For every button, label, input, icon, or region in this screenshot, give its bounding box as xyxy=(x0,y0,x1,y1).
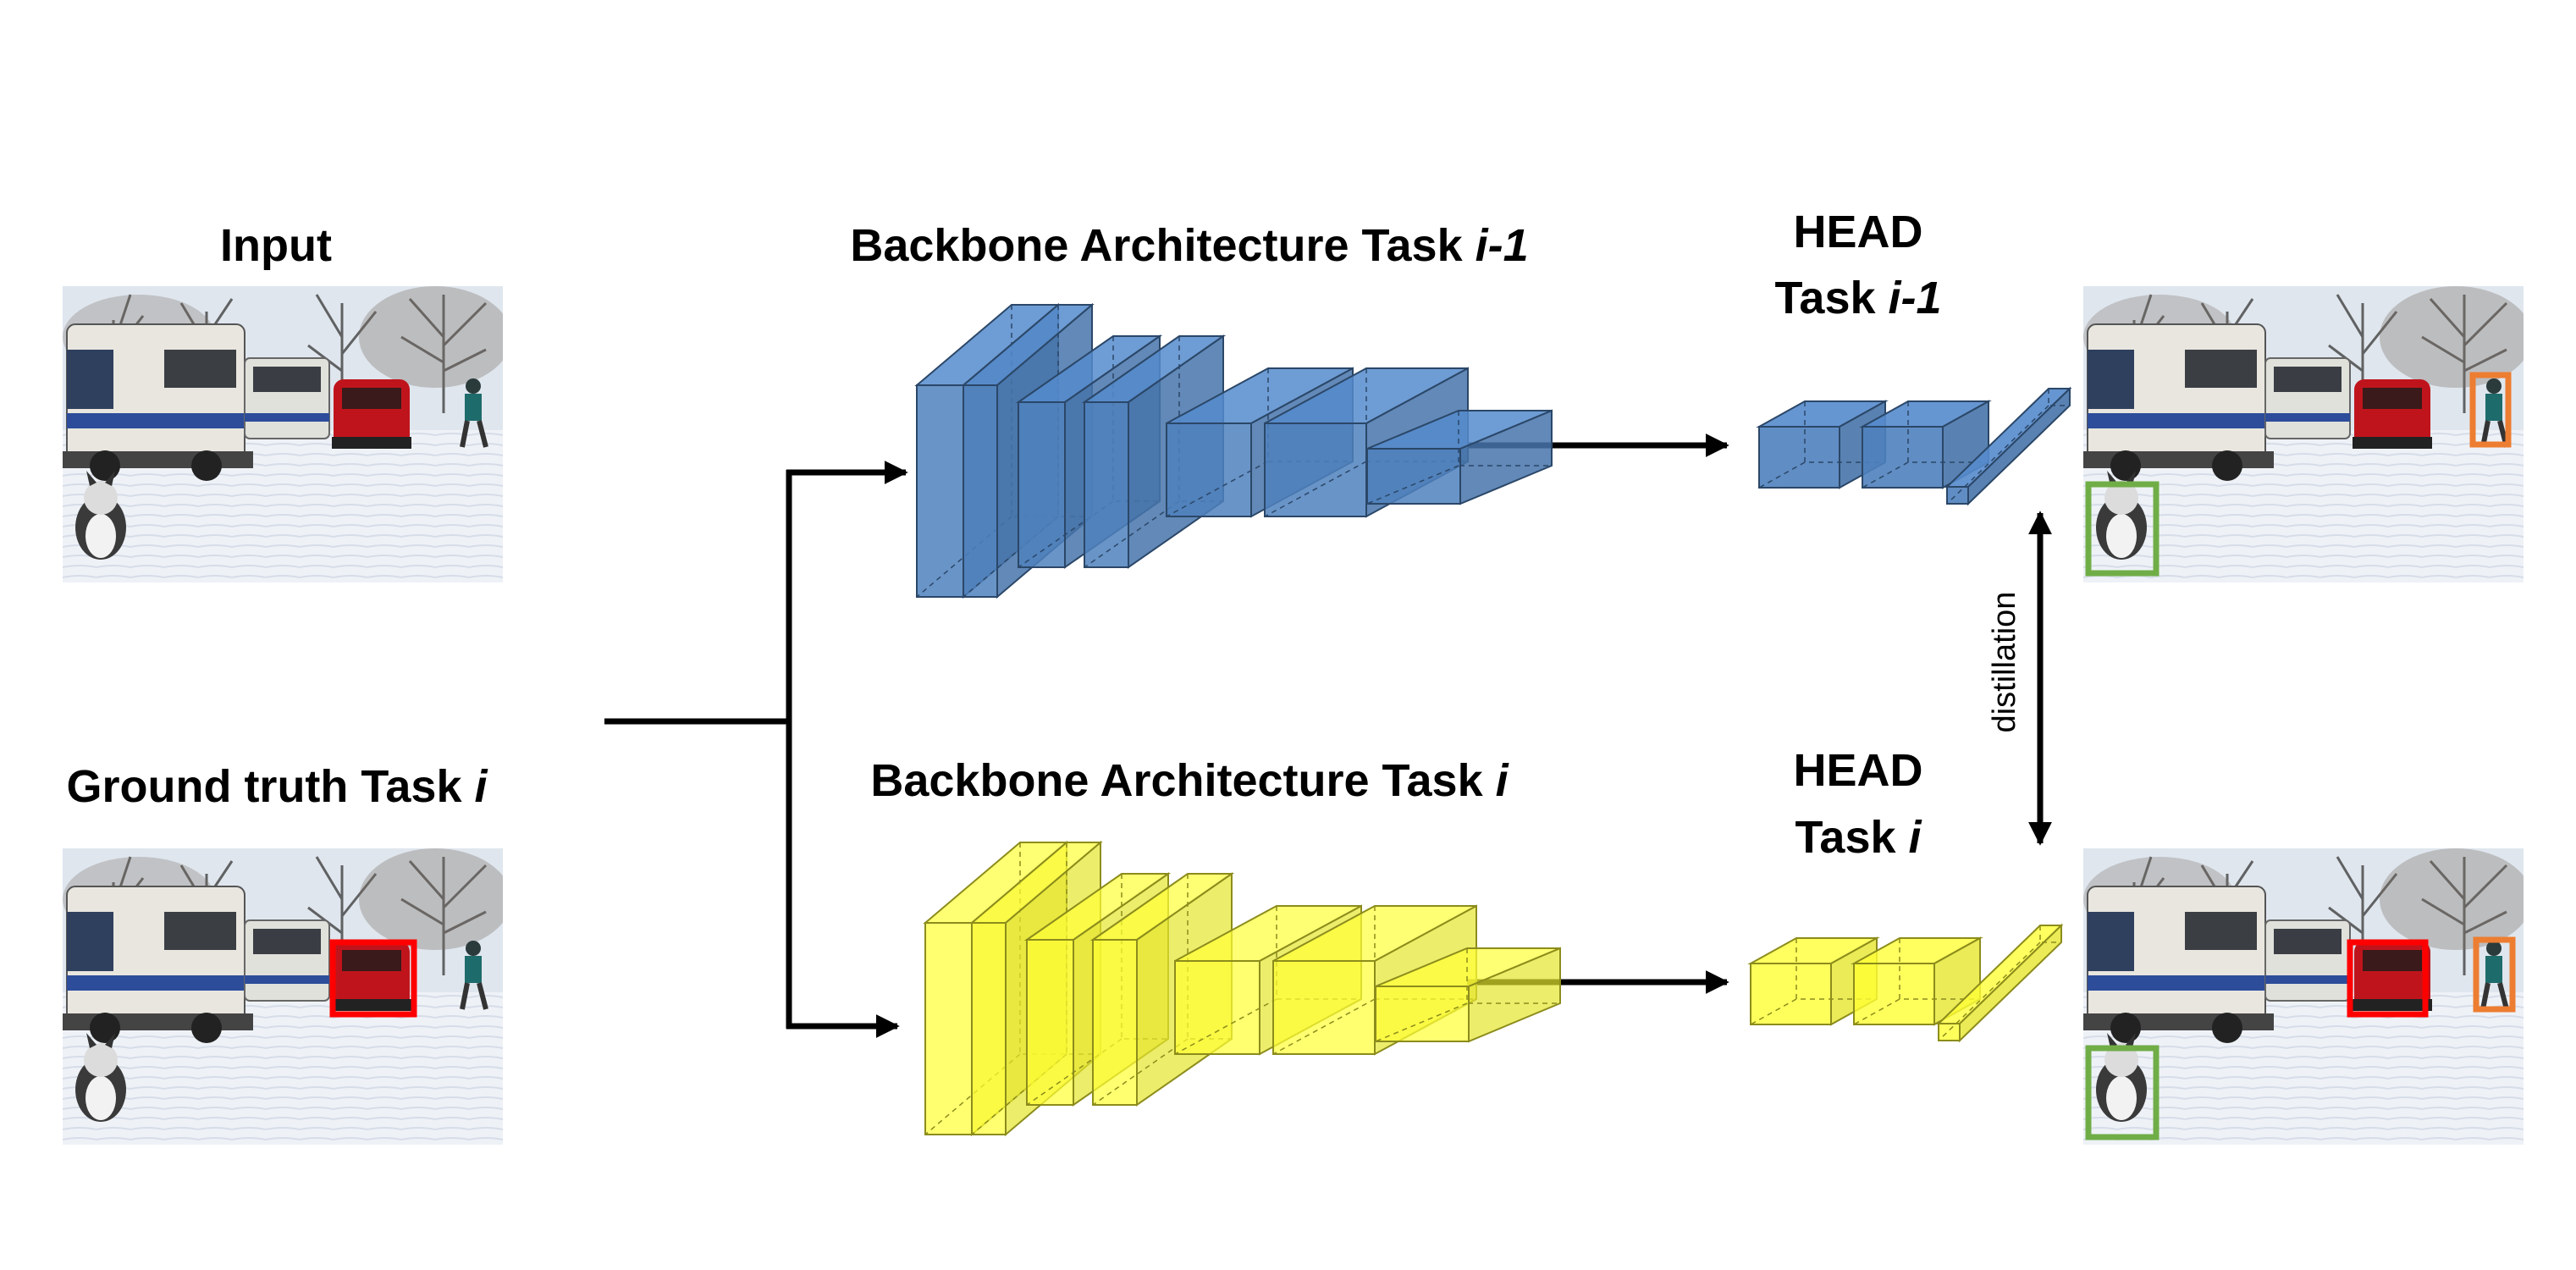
output-image-curr xyxy=(2083,848,2532,1145)
backbone-curr-label: Backbone Architecture Task i xyxy=(870,755,1509,806)
dog-bounding-box xyxy=(2085,481,2160,577)
input-label: Input xyxy=(220,220,332,271)
dog-bounding-box xyxy=(2085,1045,2160,1140)
head-prev-blocks xyxy=(1756,386,2072,506)
car-bounding-box xyxy=(2347,939,2429,1018)
backbone-prev-layer-7 xyxy=(1366,409,1553,505)
person-bounding-box xyxy=(2473,936,2516,1013)
backbone-curr-blocks xyxy=(923,840,1561,1137)
head-prev-title: HEAD xyxy=(1793,207,1922,257)
backbone-curr-layer-7 xyxy=(1375,947,1561,1043)
head-curr-title: HEAD xyxy=(1793,745,1922,796)
head-curr-blocks xyxy=(1747,923,2064,1043)
output-image-prev xyxy=(2083,286,2532,583)
car-bounding-box xyxy=(329,939,417,1018)
ground-truth-label: Ground truth Task i xyxy=(66,761,488,812)
head-prev-task: Task i-1 xyxy=(1774,273,1941,323)
ground-truth-image xyxy=(63,848,511,1145)
input-split-connector xyxy=(604,461,908,1038)
head-curr-task: Task i xyxy=(1795,812,1922,863)
person-bounding-box xyxy=(2469,372,2512,448)
input-image xyxy=(63,286,511,583)
distillation-label: distillation xyxy=(1987,592,2022,733)
head-curr-layer-3 xyxy=(1936,923,2064,1043)
backbone-prev-blocks xyxy=(914,302,1553,599)
backbone-prev-label: Backbone Architecture Task i-1 xyxy=(850,220,1528,271)
head-prev-layer-3 xyxy=(1944,386,2072,506)
